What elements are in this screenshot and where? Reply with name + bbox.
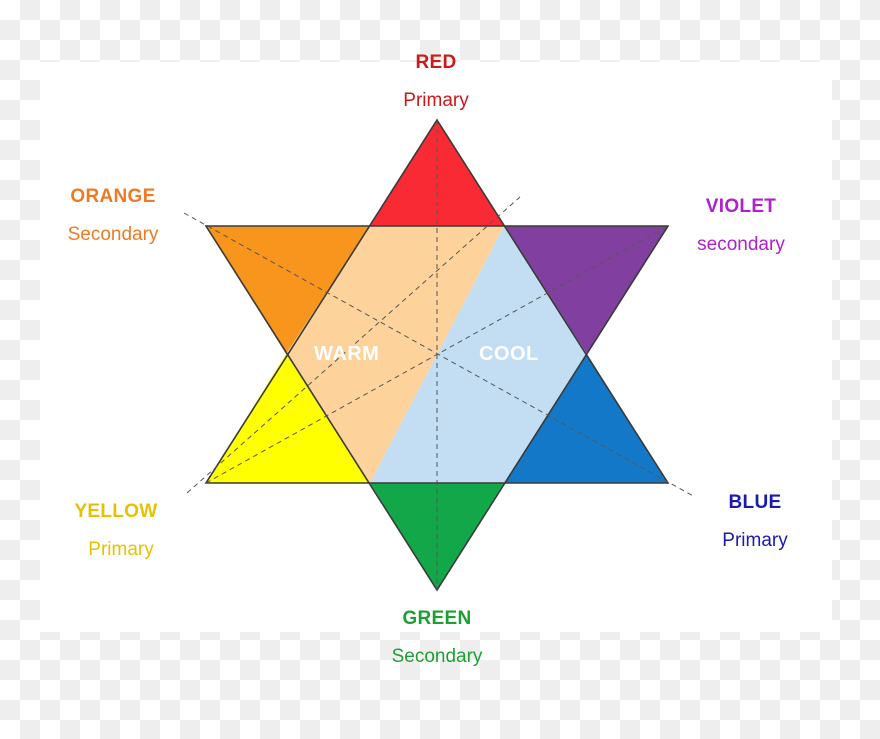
violet-name: VIOLET (705, 196, 777, 217)
green-kind: Secondary (391, 646, 483, 667)
green-label: GREEN Secondary (366, 608, 508, 668)
red-kind: Primary (403, 90, 469, 111)
green-name: GREEN (402, 608, 472, 629)
cool-label: COOL (479, 343, 539, 365)
dashed-guides (183, 120, 696, 590)
violet-label: VIOLET secondary (676, 196, 806, 256)
white-panel-right (690, 190, 820, 270)
blue-triangle (504, 354, 668, 483)
blue-kind: Primary (722, 530, 788, 551)
orange-kind: Secondary (67, 224, 159, 245)
cool-zone (370, 226, 587, 483)
violet-triangle (504, 226, 668, 354)
violet-kind: secondary (697, 234, 785, 255)
orange-triangle (206, 226, 370, 354)
red-triangle (370, 120, 504, 226)
orange-name: ORANGE (70, 186, 156, 207)
down-triangle-outline (204, 225, 670, 592)
warm-label: WARM (314, 343, 380, 365)
yellow-label: YELLOW Primary (56, 501, 176, 561)
yellow-triangle (206, 354, 370, 483)
yellow-name: YELLOW (74, 501, 158, 522)
orange-label: ORANGE Secondary (48, 186, 178, 246)
red-name: RED (415, 52, 457, 73)
warm-zone (286, 226, 504, 483)
blue-name: BLUE (728, 492, 782, 513)
yellow-kind: Primary (88, 539, 154, 560)
red-label: RED Primary (386, 52, 486, 112)
blue-label: BLUE Primary (700, 492, 810, 552)
